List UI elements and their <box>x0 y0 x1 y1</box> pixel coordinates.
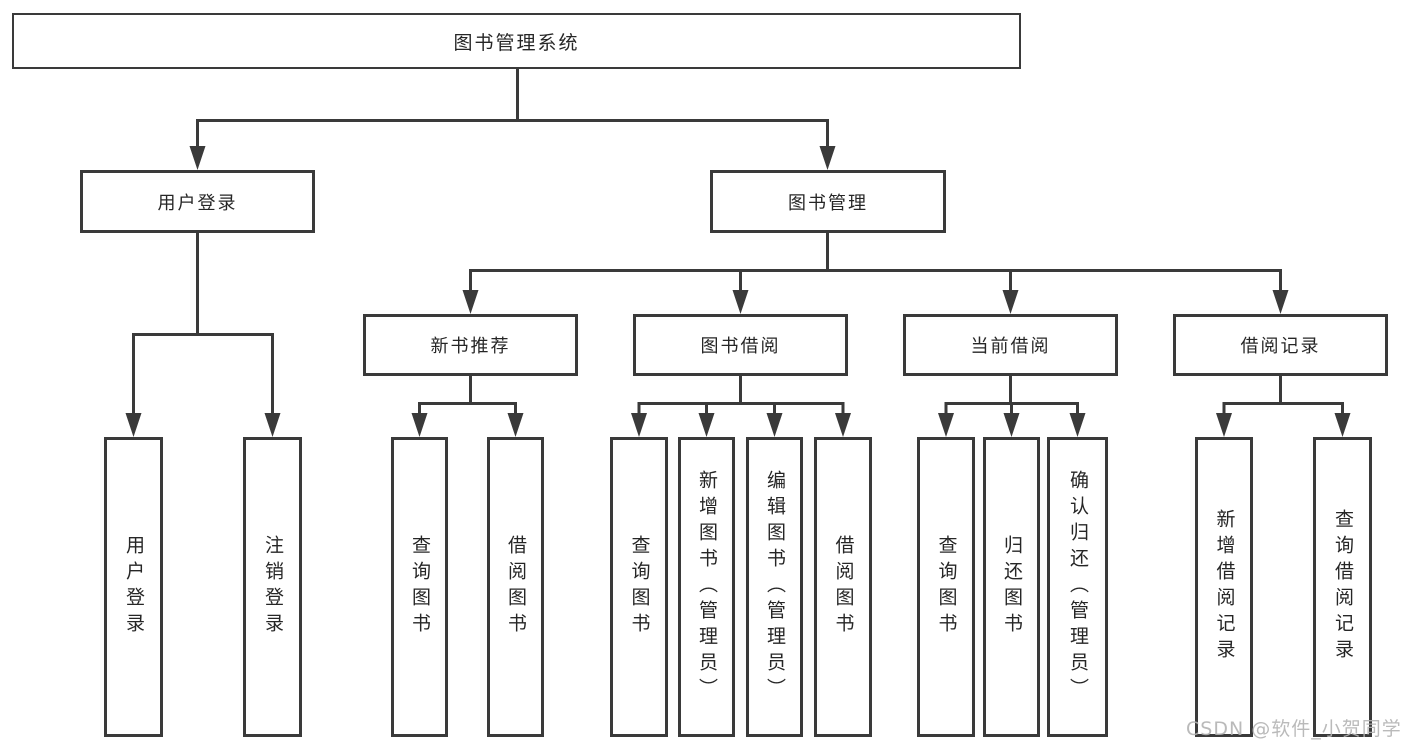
node-current-borrow: 当前借阅 <box>903 314 1118 376</box>
leaf-borrow-query-label: 查询图书 <box>628 535 651 639</box>
edge-book-manage-arrows <box>462 290 1289 314</box>
node-root-system-label: 图书管理系统 <box>453 31 580 54</box>
leaf-record-add-label: 新增借阅记录 <box>1213 509 1236 665</box>
leaf-newbook-query-label: 查询图书 <box>409 535 431 639</box>
node-root-system: 图书管理系统 <box>12 13 1021 69</box>
leaf-user-login-label: 用户登录 <box>123 535 145 639</box>
edge-current-borrow-arrows <box>938 413 1086 437</box>
edge-user-login-lines <box>132 233 274 416</box>
edge-root-to-level2-arrows <box>189 146 836 170</box>
leaf-current-query: 查询图书 <box>917 437 975 737</box>
leaf-borrow-query: 查询图书 <box>610 437 668 737</box>
leaf-logout-label: 注销登录 <box>262 535 284 639</box>
edge-current-borrow-lines <box>944 376 1079 416</box>
node-user-login: 用户登录 <box>80 170 315 233</box>
node-borrow-record: 借阅记录 <box>1173 314 1388 376</box>
node-book-borrow: 图书借阅 <box>633 314 848 376</box>
leaf-borrow-add-admin-label: 新增图书（管理员） <box>696 470 718 704</box>
node-borrow-record-label: 借阅记录 <box>1240 336 1321 357</box>
edge-borrow-record-arrows <box>1216 413 1351 437</box>
node-current-borrow-label: 当前借阅 <box>970 336 1051 357</box>
leaf-borrow-edit-admin-label: 编辑图书（管理员） <box>764 470 786 704</box>
edge-book-borrow-lines <box>637 376 845 416</box>
edge-root-to-level2-lines <box>196 69 829 150</box>
edge-new-book-lines <box>418 376 517 416</box>
leaf-record-add: 新增借阅记录 <box>1195 437 1253 737</box>
leaf-newbook-query: 查询图书 <box>391 437 448 737</box>
node-book-borrow-label: 图书借阅 <box>700 336 781 357</box>
node-user-login-label: 用户登录 <box>157 192 238 214</box>
leaf-newbook-borrow: 借阅图书 <box>487 437 544 737</box>
leaf-borrow-edit-admin: 编辑图书（管理员） <box>746 437 803 737</box>
leaf-record-query: 查询借阅记录 <box>1313 437 1372 737</box>
edge-new-book-arrows <box>411 413 524 437</box>
leaf-current-confirm-admin-label: 确认归还（管理员） <box>1067 470 1089 704</box>
edge-borrow-record-lines <box>1222 376 1344 416</box>
node-new-book-recommend-label: 新书推荐 <box>430 336 511 357</box>
edge-book-borrow-arrows <box>631 413 851 437</box>
edge-book-manage-lines <box>469 233 1282 293</box>
leaf-logout: 注销登录 <box>243 437 302 737</box>
leaf-newbook-borrow-label: 借阅图书 <box>505 535 527 639</box>
leaf-current-return: 归还图书 <box>983 437 1040 737</box>
node-book-manage-label: 图书管理 <box>788 192 868 214</box>
leaf-current-query-label: 查询图书 <box>935 535 958 639</box>
edge-user-login-arrows <box>125 413 281 437</box>
leaf-user-login: 用户登录 <box>104 437 163 737</box>
node-new-book-recommend: 新书推荐 <box>363 314 578 376</box>
leaf-borrow-add-admin: 新增图书（管理员） <box>678 437 735 737</box>
node-book-manage: 图书管理 <box>710 170 946 233</box>
leaf-current-return-label: 归还图书 <box>1001 535 1023 639</box>
leaf-borrow-borrow-label: 借阅图书 <box>832 535 855 639</box>
leaf-borrow-borrow: 借阅图书 <box>814 437 872 737</box>
leaf-current-confirm-admin: 确认归还（管理员） <box>1047 437 1108 737</box>
csdn-watermark: CSDN @软件_小贺同学 <box>1186 718 1402 740</box>
leaf-record-query-label: 查询借阅记录 <box>1332 509 1354 665</box>
